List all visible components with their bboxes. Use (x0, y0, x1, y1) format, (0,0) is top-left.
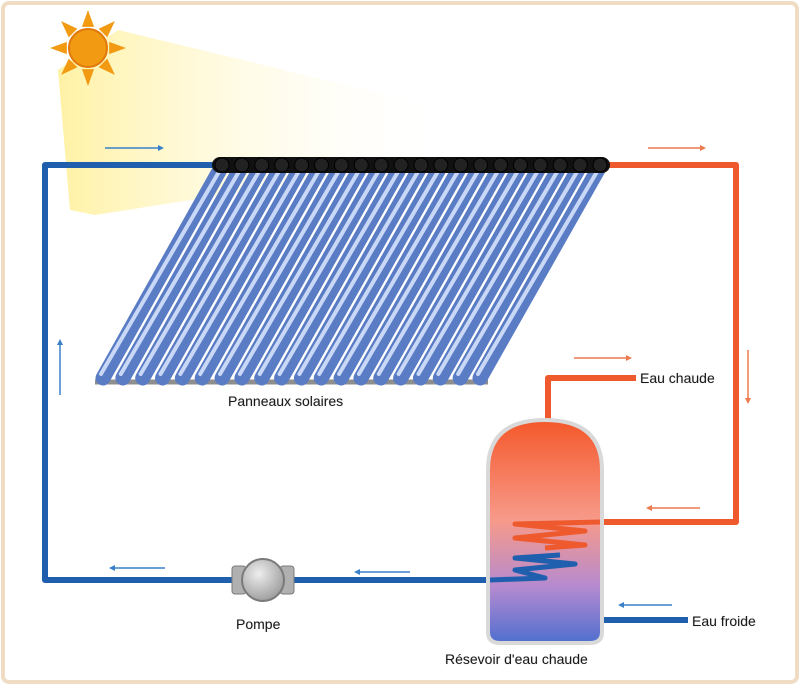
header-bulb (214, 157, 230, 173)
panel-tube-highlight (317, 168, 441, 376)
sun-ray (50, 41, 67, 55)
header-bulb (353, 157, 369, 173)
panel-tube-highlight (158, 168, 282, 376)
hot-supply-pipe (600, 162, 739, 525)
panel-tube-highlight (416, 168, 541, 376)
sun-ray (109, 41, 126, 55)
header-bulb (532, 157, 548, 173)
header-bulb (493, 157, 509, 173)
panel-tube-highlight (198, 168, 322, 376)
arrow-head (745, 398, 751, 404)
sun-ray (61, 21, 78, 38)
arrow-head (354, 569, 360, 575)
panel-tube-highlight (456, 168, 581, 376)
panel-tube-highlight (436, 168, 561, 376)
hot-water-label: Eau chaude (640, 370, 715, 386)
panel-tube-highlight (376, 168, 501, 376)
header-bar (212, 157, 610, 173)
arrow-head (158, 145, 164, 151)
panel-tube-highlight (118, 168, 242, 376)
panel-tube-highlight (297, 168, 421, 376)
panel-tube-highlight (257, 168, 382, 376)
hot-water-outlet-pipe (545, 375, 636, 420)
panel-tube-highlight (99, 168, 222, 376)
storage-tank (486, 417, 604, 645)
header-bulb (433, 157, 449, 173)
sun-ray (98, 58, 115, 75)
header-bulb (552, 157, 568, 173)
pump-label: Pompe (236, 616, 281, 632)
panel-tube-highlight (178, 168, 302, 376)
header-bulb (234, 157, 250, 173)
arrow-head (57, 339, 63, 345)
arrow-head (618, 602, 624, 608)
arrow-head (646, 505, 652, 511)
header-bulb (294, 157, 310, 173)
header-bulb (274, 157, 290, 173)
panel-tube-highlight (356, 168, 481, 376)
sun-icon (50, 10, 126, 86)
panel-tubes (95, 158, 608, 386)
sun-ray (98, 21, 115, 38)
panel-header (212, 157, 610, 173)
arrow-head (700, 145, 706, 151)
panel-tube-highlight (218, 168, 342, 376)
panel-tube-highlight (396, 168, 521, 376)
header-bulb (373, 157, 389, 173)
panel-tube-highlight (237, 168, 362, 376)
arrow-head (109, 565, 115, 571)
hot-coil (512, 519, 601, 551)
panel-tube-highlight (138, 168, 262, 376)
header-bulb (453, 157, 469, 173)
header-bulb (413, 157, 429, 173)
arrow-head (626, 355, 632, 361)
panel-tube-highlight (476, 168, 600, 376)
cold-coil (489, 552, 578, 583)
sun-ray (61, 58, 78, 75)
header-bulb (254, 157, 270, 173)
sun-ray (81, 10, 95, 27)
header-bulb (572, 157, 588, 173)
sun-core (68, 28, 108, 68)
header-bulb (512, 157, 528, 173)
header-bulb (313, 157, 329, 173)
arrow-icon (57, 145, 751, 608)
panels-label: Panneaux solaires (228, 393, 344, 409)
panel-tube-highlight (337, 168, 461, 376)
panel-tube-highlight (277, 168, 402, 376)
pump-icon (231, 558, 295, 602)
header-bulb (473, 157, 489, 173)
header-bulb (333, 157, 349, 173)
cold-water-label: Eau froide (692, 613, 756, 629)
sun-ray (81, 69, 95, 86)
header-bulb (592, 157, 608, 173)
header-bulb (393, 157, 409, 173)
tank-label: Résevoir d'eau chaude (445, 651, 588, 667)
